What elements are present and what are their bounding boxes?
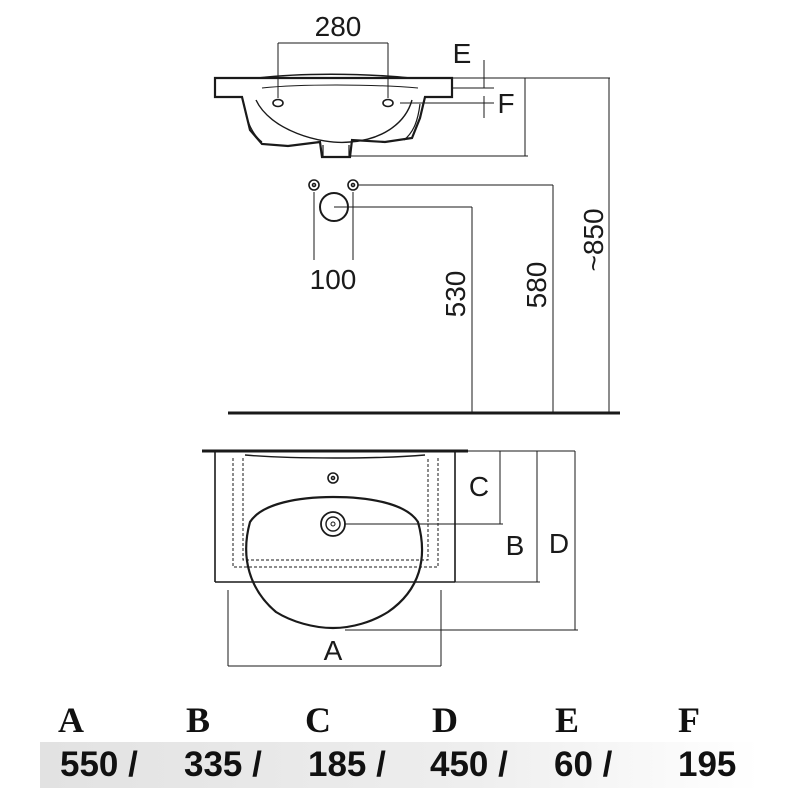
table-value-b: 335 / xyxy=(184,745,262,784)
dimension-label-c: C xyxy=(469,471,489,502)
basin-side-view xyxy=(213,73,454,159)
table-header-d: D xyxy=(432,700,458,740)
table-header-b: B xyxy=(186,700,211,740)
table-value-d: 450 / xyxy=(430,745,508,784)
dimension-label-e: E xyxy=(453,38,472,69)
dimension-line-280 xyxy=(277,42,389,98)
dimension-label-f: F xyxy=(497,88,514,119)
table-value-e: 60 / xyxy=(554,745,613,784)
table-header-e: E xyxy=(555,700,580,740)
dimension-label-280: 280 xyxy=(315,11,362,42)
washbasin-technical-drawing: 280 E F 100 530 580 ~850 C B D A xyxy=(202,11,620,667)
height-dimension-lines xyxy=(471,78,610,413)
table-value-row: 550 / 335 / 185 / 450 / 60 / 195 xyxy=(40,742,760,788)
dimension-label-850: ~850 xyxy=(578,208,609,271)
table-header-c: C xyxy=(305,700,331,740)
dimension-label-530: 530 xyxy=(440,271,471,318)
dimension-label-a: A xyxy=(324,635,343,666)
dimensions-table: A B C D E F 550 / 335 / 185 / 450 / 60 /… xyxy=(0,690,800,800)
dimension-label-b: B xyxy=(506,530,525,561)
dimension-line-f xyxy=(350,78,528,157)
wall-connections xyxy=(308,179,553,260)
table-header-f: F xyxy=(678,700,700,740)
table-value-c: 185 / xyxy=(308,745,386,784)
dimension-label-100: 100 xyxy=(310,264,357,295)
dimension-line-e xyxy=(452,60,610,89)
table-value-f: 195 xyxy=(678,745,737,784)
table-header-row: A B C D E F xyxy=(40,698,780,742)
dimension-label-580: 580 xyxy=(521,262,552,309)
dimension-label-d: D xyxy=(549,528,569,559)
table-value-a: 550 / xyxy=(60,745,138,784)
basin-plan-view xyxy=(202,449,468,667)
table-header-a: A xyxy=(58,700,84,740)
plan-dimension-lines xyxy=(345,450,578,631)
